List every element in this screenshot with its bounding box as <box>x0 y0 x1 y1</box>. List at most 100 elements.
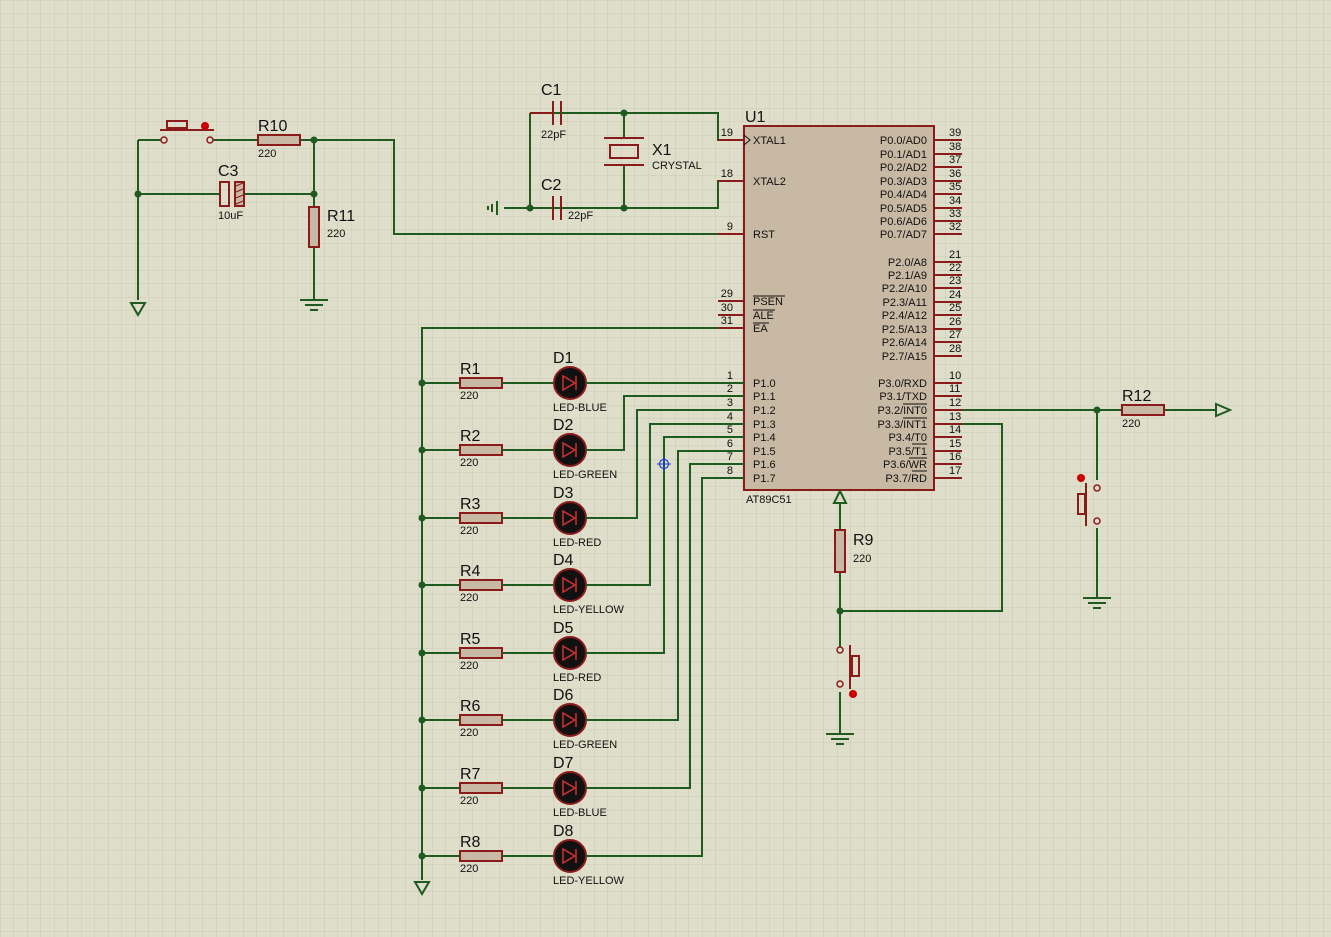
active-low-overbars-right <box>903 403 927 472</box>
pin-number: 27 <box>949 329 961 341</box>
led-diode[interactable] <box>553 636 587 670</box>
ground-crystal-icon <box>487 201 498 215</box>
diode-triangle-icon <box>562 779 577 797</box>
led-diode[interactable] <box>553 501 587 535</box>
pin-number: 7 <box>727 451 733 463</box>
pushbutton-p33[interactable] <box>836 645 860 698</box>
led-diode[interactable] <box>553 568 587 602</box>
pin-name: P3.5/T1 <box>888 446 927 458</box>
bus-junction <box>418 649 426 657</box>
pin-number: 6 <box>727 438 733 450</box>
power-arrow-icon <box>832 488 848 504</box>
reset-pushbutton[interactable] <box>160 120 214 144</box>
capacitor-c2[interactable]: C2 22pF <box>541 177 593 222</box>
mcu-body[interactable] <box>743 125 935 491</box>
led-diode[interactable] <box>553 771 587 805</box>
capacitor-c1[interactable]: C1 22pF <box>530 82 580 141</box>
diode-triangle-icon <box>562 644 577 662</box>
led-body <box>553 703 587 737</box>
capacitor-c3[interactable]: C3 10uF <box>218 163 245 222</box>
output-arrow-icon <box>1215 402 1233 418</box>
resistor-ref: R5 <box>460 631 481 648</box>
pushbutton-p32[interactable] <box>1077 474 1101 526</box>
led-ref: D7 <box>553 755 574 772</box>
mcu-u1[interactable]: U1 AT89C51 19XTAL118XTAL29RST29PSEN30ALE… <box>718 109 962 506</box>
pin-name: P0.5/AD5 <box>880 203 927 215</box>
resistor-ref: R1 <box>460 361 481 378</box>
pin-number: 5 <box>727 424 733 436</box>
resistor-r12[interactable]: R12 220 <box>1121 388 1165 430</box>
led-resistor[interactable] <box>459 512 503 524</box>
cursor-crosshair-icon <box>657 457 671 471</box>
resistor-r11[interactable]: R11 220 <box>308 206 355 248</box>
clock-arrow-icon <box>743 134 751 146</box>
led-body <box>553 636 587 670</box>
r12-value: 220 <box>1122 418 1140 430</box>
pin-name: P2.2/A10 <box>882 283 927 295</box>
bus-junction <box>418 514 426 522</box>
led-diode[interactable] <box>553 433 587 467</box>
led-diode[interactable] <box>553 703 587 737</box>
pin-number: 24 <box>949 289 961 301</box>
led-resistor[interactable] <box>459 850 503 862</box>
led-body <box>553 433 587 467</box>
crystal-x1[interactable]: X1 CRYSTAL <box>604 137 702 172</box>
led-resistor[interactable] <box>459 714 503 726</box>
resistor-r9[interactable]: R9 220 <box>834 529 874 573</box>
led-resistor[interactable] <box>459 444 503 456</box>
led-diode[interactable] <box>553 839 587 873</box>
led-resistor[interactable] <box>459 647 503 659</box>
led-diode[interactable] <box>553 366 587 400</box>
led-resistor[interactable] <box>459 782 503 794</box>
led-resistor[interactable] <box>459 377 503 389</box>
resistor-r10[interactable]: R10 220 <box>257 118 301 160</box>
pin-name: P2.7/A15 <box>882 351 927 363</box>
pin-name: P1.0 <box>753 378 776 390</box>
pin-name: P1.1 <box>753 391 776 403</box>
p1-connection-wire <box>586 450 744 721</box>
ground-r11-icon <box>300 299 328 311</box>
led-body <box>553 501 587 535</box>
resistor-value: 220 <box>460 390 478 402</box>
pin-name: P2.0/A8 <box>888 257 927 269</box>
c1-ref: C1 <box>541 82 562 99</box>
led-resistor[interactable] <box>459 579 503 591</box>
r9-value: 220 <box>853 553 871 565</box>
pin-name: P0.7/AD7 <box>880 229 927 241</box>
